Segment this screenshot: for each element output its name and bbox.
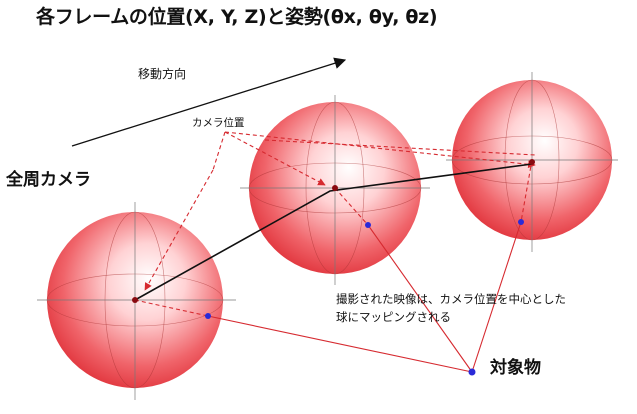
mapping-note-line2: 球にマッピングされる [336, 310, 451, 324]
mapping-note: 撮影された映像は、カメラ位置を中心とした 球にマッピングされる [336, 290, 636, 326]
diagram-title: 各フレームの位置(X, Y, Z)と姿勢(θx, θy, θz) [36, 6, 438, 28]
camera-center-left [132, 297, 138, 303]
movement-direction-label: 移動方向 [138, 67, 187, 81]
mapping-note-line1: 撮影された映像は、カメラ位置を中心とした [336, 292, 566, 306]
projection-dot-middle [365, 222, 371, 228]
target-label: 対象物 [490, 358, 541, 378]
camera-center-right [529, 159, 535, 165]
omni-camera-label: 全周カメラ [6, 170, 91, 190]
target-dot [468, 368, 476, 376]
projection-dot-left [205, 313, 211, 319]
target-rays [207, 221, 522, 373]
projection-dot-right [518, 219, 524, 225]
camera-position-label: カメラ位置 [192, 117, 245, 129]
camera-path [134, 163, 533, 301]
camera-center-middle [332, 185, 338, 191]
movement-arrow [71, 57, 347, 147]
camera-position-dashed-lines [134, 131, 536, 317]
